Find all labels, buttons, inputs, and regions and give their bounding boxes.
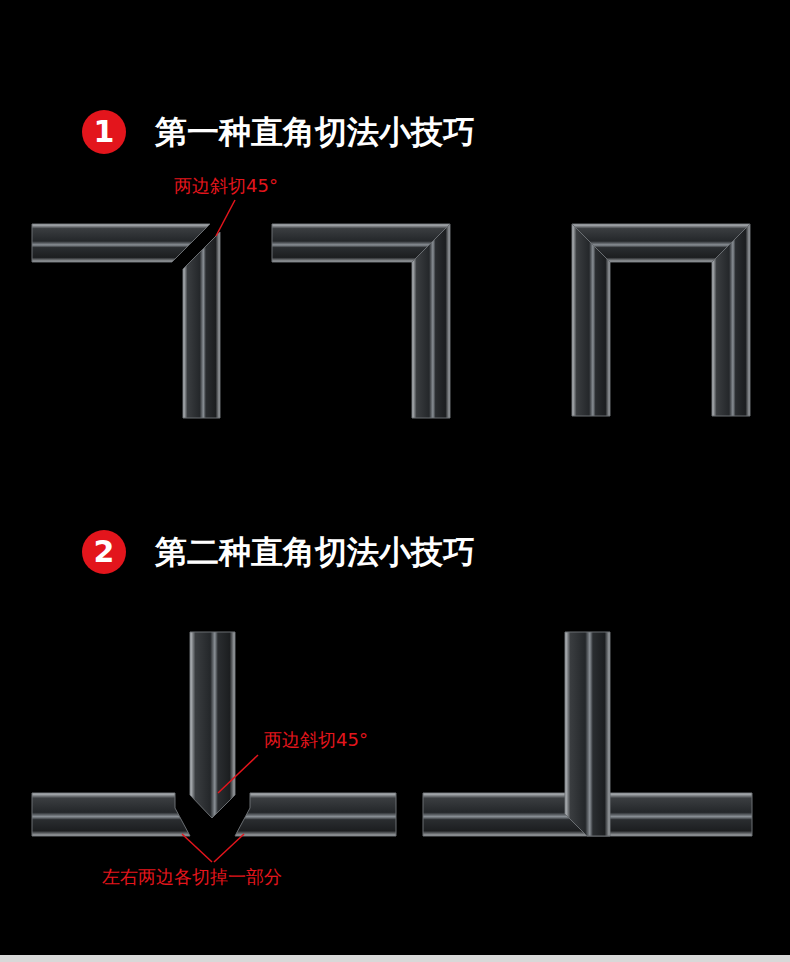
cut-note: 两边斜切45° bbox=[262, 729, 370, 751]
callout-number: 2 bbox=[94, 537, 115, 567]
callout-number: 1 bbox=[94, 117, 115, 147]
section-heading: 第二种直角切法小技巧 bbox=[155, 533, 475, 571]
cut-note: 左右两边各切掉一部分 bbox=[100, 866, 284, 888]
cut-note: 两边斜切45° bbox=[172, 175, 280, 197]
section-heading: 第一种直角切法小技巧 bbox=[155, 113, 475, 151]
number-badge: 1 bbox=[82, 110, 126, 154]
number-badge: 2 bbox=[82, 530, 126, 574]
